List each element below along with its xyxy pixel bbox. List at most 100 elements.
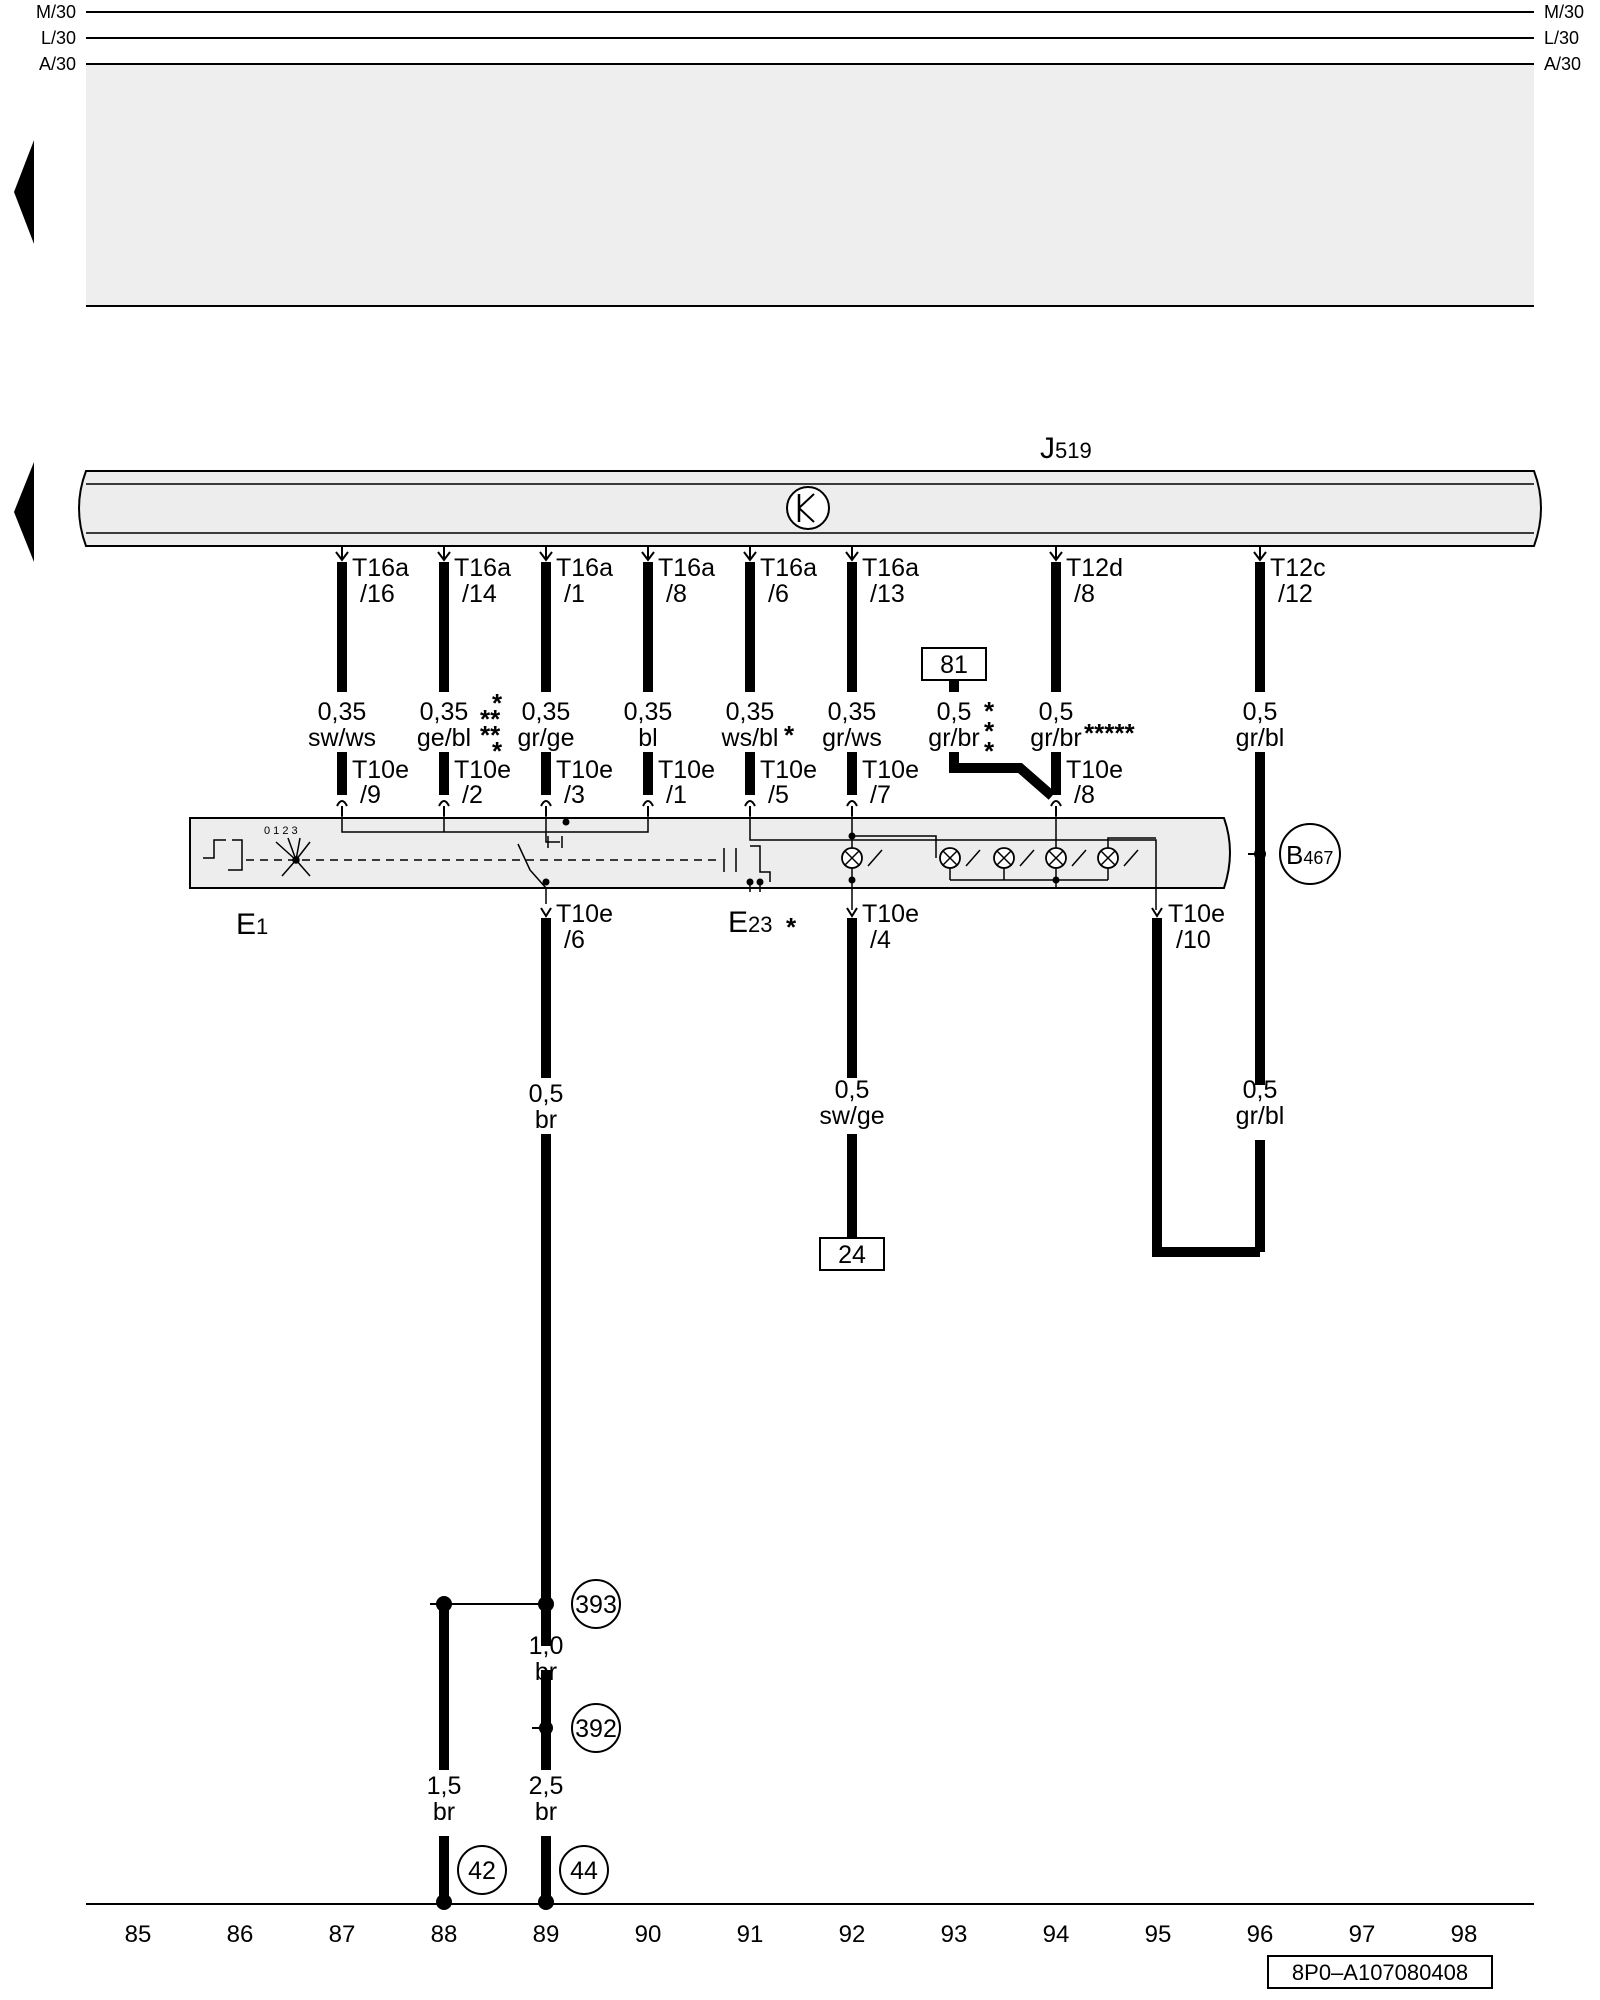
- wire-color-15: br: [535, 1798, 557, 1826]
- ground-393-label: 393: [575, 1591, 617, 1619]
- connector-t16a-16-b: /16: [360, 580, 395, 608]
- wire-size-14: 1,5: [427, 1772, 462, 1800]
- lamp-icon-1: [841, 847, 883, 869]
- connector-t16a-1-b: /1: [564, 580, 585, 608]
- wire-color-3: gr/ge: [518, 724, 575, 752]
- column-number: 96: [1247, 1921, 1274, 1948]
- connector-t12c-12-b: /12: [1278, 580, 1313, 608]
- rail-label-a-left: A/30: [39, 54, 76, 74]
- star-gr-br-2: *: [984, 716, 995, 746]
- connector-t10e-8-b: /8: [1074, 781, 1095, 809]
- wire-size-12: 0,5: [1243, 1076, 1278, 1104]
- lamp-icon-2: [939, 847, 981, 869]
- wire-labels-upper: 0,35 sw/ws 0,35 ge/bl 0,35 gr/ge 0,35 bl…: [308, 698, 1284, 752]
- connector-t10e-10-a: T10e: [1168, 900, 1225, 928]
- wire-size-15: 2,5: [529, 1772, 564, 1800]
- top-rails: M/30 L/30 A/30 M/30 L/30 A/30: [36, 2, 1584, 307]
- star-ws-bl: *: [784, 720, 795, 750]
- component-e23-label: E23: [728, 906, 773, 939]
- rail-label-m-right: M/30: [1544, 2, 1584, 22]
- connector-t16a-8-b: /8: [666, 580, 687, 608]
- connector-t12c-12-a: T12c: [1270, 554, 1326, 582]
- connector-t10e-7-b: /7: [870, 781, 891, 809]
- rail-label-m-left: M/30: [36, 2, 76, 22]
- connector-labels: T16a /16 T16a /14 T16a /1 T16a /8 T16a /…: [352, 554, 1326, 954]
- connector-t16a-13-b: /13: [870, 580, 905, 608]
- star-ge-bl-1: *: [492, 688, 503, 718]
- ground-42-label: 42: [468, 1857, 496, 1885]
- wire-color-2: ge/bl: [417, 724, 471, 752]
- star-gr-br-3: *: [984, 736, 995, 766]
- connector-t10e-5-b: /5: [768, 781, 789, 809]
- ref-box-24: 24: [819, 1237, 885, 1271]
- connector-t16a-14-b: /14: [462, 580, 497, 608]
- diagram-code: 8P0–A107080408: [1292, 1960, 1468, 1985]
- column-number: 91: [737, 1921, 764, 1948]
- connector-t10e-5-a: T10e: [760, 756, 817, 784]
- lamp-icon-4: [1045, 847, 1087, 869]
- wire-color-1: sw/ws: [308, 724, 376, 752]
- connector-heads-e1: [336, 800, 1163, 918]
- column-number: 93: [941, 1921, 968, 1948]
- column-number: 95: [1145, 1921, 1172, 1948]
- wire-size-3: 0,35: [522, 698, 571, 726]
- splice-b467: B467: [1248, 823, 1341, 885]
- wire-color-12: gr/bl: [1236, 1102, 1285, 1130]
- junction-dots-lower: [436, 1596, 554, 1910]
- wire-color-10: br: [535, 1106, 557, 1134]
- connector-t16a-6-a: T16a: [760, 554, 817, 582]
- star-gr-br-five: *****: [1084, 718, 1135, 748]
- connector-t10e-1-b: /1: [666, 781, 687, 809]
- connector-t10e-1-a: T10e: [658, 756, 715, 784]
- star-gr-br-1: *: [984, 696, 995, 726]
- control-unit-icon: [786, 486, 830, 530]
- column-number: 98: [1451, 1921, 1478, 1948]
- wire-color-6: gr/ws: [822, 724, 882, 752]
- ground-points: 393 392 42 44: [457, 1579, 621, 1895]
- wire-size-2: 0,35: [420, 698, 469, 726]
- connector-t10e-10-b: /10: [1176, 926, 1211, 954]
- wire-bundle-upper: [337, 546, 1265, 1252]
- connector-t10e-4-b: /4: [870, 926, 891, 954]
- wire-color-14: br: [433, 1798, 455, 1826]
- wire-bundle-lower: [430, 918, 1260, 1902]
- connector-heads-j519: [335, 551, 1267, 562]
- wire-size-8: 0,5: [1039, 698, 1074, 726]
- connector-t10e-3-b: /3: [564, 781, 585, 809]
- column-number: 90: [635, 1921, 662, 1948]
- switch-positions: 0 1 2 3: [264, 825, 298, 837]
- column-number: 85: [125, 1921, 152, 1948]
- ref-81-label: 81: [940, 651, 968, 679]
- connector-t16a-16-a: T16a: [352, 554, 409, 582]
- wire-color-8: gr/br: [1030, 724, 1081, 752]
- wire-size-10: 0,5: [529, 1080, 564, 1108]
- wire-color-4: bl: [638, 724, 657, 752]
- component-e1-label: E1: [236, 908, 268, 941]
- wire-size-1: 0,35: [318, 698, 367, 726]
- splice-b467-label: B467: [1286, 840, 1333, 870]
- connector-t16a-14-a: T16a: [454, 554, 511, 582]
- continuation-arrow-module: [14, 462, 34, 562]
- column-number: 89: [533, 1921, 560, 1948]
- wire-size-9: 0,5: [1243, 698, 1278, 726]
- module-j519: J519: [78, 432, 1542, 547]
- connector-t10e-8-a: T10e: [1066, 756, 1123, 784]
- connector-t10e-9-a: T10e: [352, 756, 409, 784]
- wire-size-5: 0,35: [726, 698, 775, 726]
- ref-box-81: 81: [921, 647, 987, 681]
- connector-t10e-9-b: /9: [360, 781, 381, 809]
- connector-t16a-6-b: /6: [768, 580, 789, 608]
- wire-color-7: gr/br: [928, 724, 979, 752]
- connector-t16a-8-a: T16a: [658, 554, 715, 582]
- rail-label-l-right: L/30: [1544, 28, 1579, 48]
- wire-color-11: sw/ge: [819, 1102, 884, 1130]
- rotary-knob-icon: [275, 837, 311, 877]
- footnote-stars: * ** ** * * * * * ***** *: [480, 688, 1135, 942]
- connector-t12d-8-a: T12d: [1066, 554, 1123, 582]
- column-number: 94: [1043, 1921, 1070, 1948]
- switch-e1: 0 1 2 3: [189, 816, 1231, 910]
- connector-t10e-2-b: /2: [462, 781, 483, 809]
- connector-t10e-3-a: T10e: [556, 756, 613, 784]
- ground-392-label: 392: [575, 1715, 617, 1743]
